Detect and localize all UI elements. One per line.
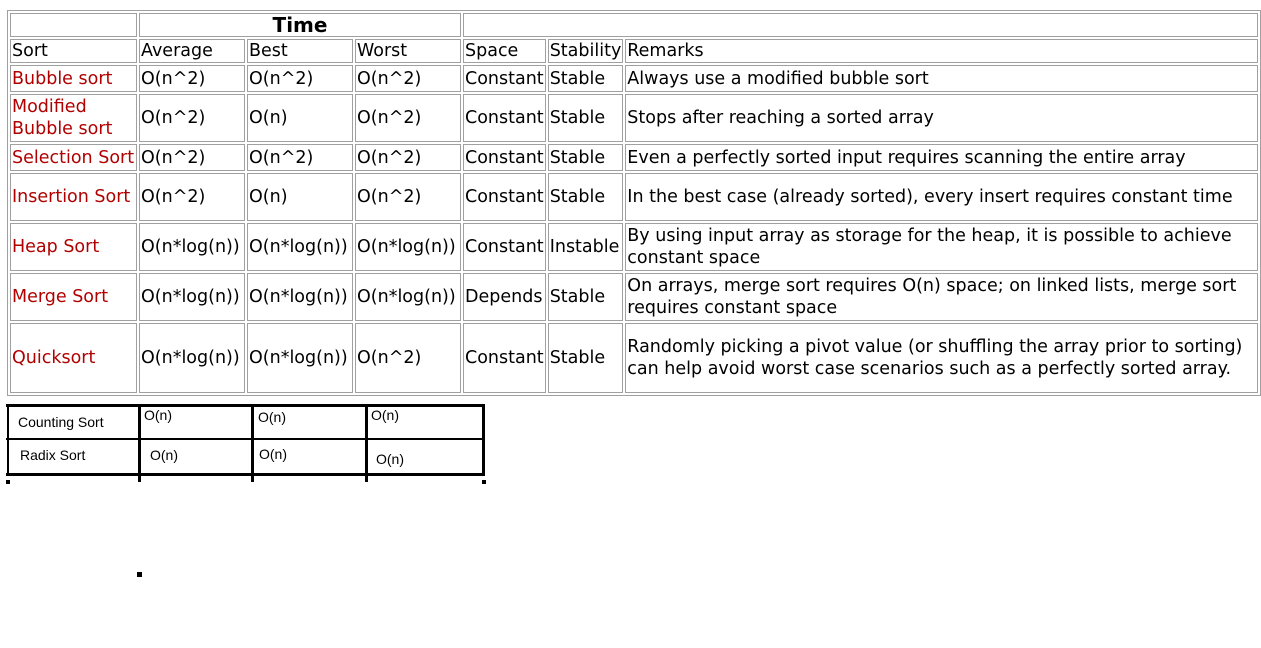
- table-row: Bubble sort O(n^2) O(n^2) O(n^2) Constan…: [10, 65, 1258, 92]
- algorithm-name-cell[interactable]: Quicksort: [10, 323, 137, 393]
- table-row: Selection Sort O(n^2) O(n^2) O(n^2) Cons…: [10, 144, 1258, 171]
- space-cell: Constant: [463, 223, 546, 271]
- worst-cell: O(n): [376, 451, 404, 467]
- algorithm-link[interactable]: Merge Sort: [12, 287, 109, 307]
- grid-line: [251, 404, 254, 482]
- header-sort: Sort: [10, 39, 137, 63]
- table-row: Merge Sort O(n*log(n)) O(n*log(n)) O(n*l…: [10, 273, 1258, 321]
- column-header-row: Sort Average Best Worst Space Stability …: [10, 39, 1258, 63]
- group-header-row: Time: [10, 13, 1258, 37]
- stability-cell: Instable: [547, 223, 624, 271]
- sorting-complexity-table: Time Sort Average Best Worst Space Stabi…: [7, 10, 1261, 396]
- worst-cell: O(n*log(n)): [355, 223, 461, 271]
- average-cell: O(n*log(n)): [139, 223, 245, 271]
- hand-drawn-extra-rows: Counting Sort O(n) O(n) O(n) Radix Sort …: [6, 404, 486, 484]
- algorithm-name: Radix Sort: [20, 447, 86, 463]
- table-row: Insertion Sort O(n^2) O(n) O(n^2) Consta…: [10, 173, 1258, 221]
- grid-line: [6, 404, 485, 407]
- remarks-cell: Randomly picking a pivot value (or shuff…: [625, 323, 1258, 393]
- worst-cell: O(n^2): [355, 65, 461, 92]
- algorithm-name: Counting Sort: [18, 414, 104, 430]
- stability-cell: Stable: [547, 65, 624, 92]
- average-cell: O(n*log(n)): [139, 273, 245, 321]
- best-cell: O(n^2): [247, 144, 353, 171]
- grid-line: [482, 404, 485, 476]
- best-cell: O(n): [247, 94, 353, 142]
- best-cell: O(n*log(n)): [247, 223, 353, 271]
- algorithm-link[interactable]: Quicksort: [12, 348, 96, 368]
- average-cell: O(n^2): [139, 65, 245, 92]
- grid-line: [6, 473, 485, 476]
- remarks-cell: On arrays, merge sort requires O(n) spac…: [625, 273, 1258, 321]
- remarks-cell: By using input array as storage for the …: [625, 223, 1258, 271]
- best-cell: O(n): [259, 446, 287, 462]
- remarks-cell: Stops after reaching a sorted array: [625, 94, 1258, 142]
- header-worst: Worst: [355, 39, 461, 63]
- space-cell: Constant: [463, 323, 546, 393]
- average-cell: O(n^2): [139, 173, 245, 221]
- average-cell: O(n^2): [139, 144, 245, 171]
- average-cell: O(n): [150, 447, 178, 463]
- average-cell: O(n^2): [139, 94, 245, 142]
- algorithm-name-cell[interactable]: Bubble sort: [10, 65, 137, 92]
- grid-line: [138, 404, 141, 482]
- grid-line: [7, 404, 9, 476]
- space-cell: Constant: [463, 94, 546, 142]
- algorithm-link[interactable]: Modified Bubble sort: [12, 97, 113, 139]
- worst-cell: O(n^2): [355, 94, 461, 142]
- header-best: Best: [247, 39, 353, 63]
- best-cell: O(n*log(n)): [247, 273, 353, 321]
- remarks-cell: Always use a modified bubble sort: [625, 65, 1258, 92]
- algorithm-link[interactable]: Insertion Sort: [12, 187, 131, 207]
- algorithm-name-cell[interactable]: Insertion Sort: [10, 173, 137, 221]
- header-remarks: Remarks: [625, 39, 1258, 63]
- worst-cell: O(n^2): [355, 323, 461, 393]
- algorithm-name-cell[interactable]: Selection Sort: [10, 144, 137, 171]
- algorithm-link[interactable]: Heap Sort: [12, 237, 100, 257]
- best-cell: O(n): [258, 409, 286, 425]
- empty-header-cell: [463, 13, 1258, 37]
- grid-line: [365, 404, 368, 482]
- average-cell: O(n*log(n)): [139, 323, 245, 393]
- algorithm-link[interactable]: Bubble sort: [12, 68, 113, 89]
- worst-cell: O(n^2): [355, 144, 461, 171]
- worst-cell: O(n*log(n)): [355, 273, 461, 321]
- algorithm-link[interactable]: Selection Sort: [12, 147, 135, 168]
- stroke-mark: [6, 480, 10, 484]
- remarks-cell: Even a perfectly sorted input requires s…: [625, 144, 1258, 171]
- header-average: Average: [139, 39, 245, 63]
- space-cell: Constant: [463, 65, 546, 92]
- stability-cell: Stable: [547, 94, 624, 142]
- algorithm-name-cell[interactable]: Modified Bubble sort: [10, 94, 137, 142]
- empty-header-cell: [10, 13, 137, 37]
- algorithm-name-cell[interactable]: Heap Sort: [10, 223, 137, 271]
- stability-cell: Stable: [547, 173, 624, 221]
- table-row: Quicksort O(n*log(n)) O(n*log(n)) O(n^2)…: [10, 323, 1258, 393]
- time-group-header: Time: [139, 13, 461, 37]
- stroke-mark: [482, 480, 486, 484]
- average-cell: O(n): [144, 407, 172, 423]
- grid-line: [6, 438, 485, 440]
- best-cell: O(n*log(n)): [247, 323, 353, 393]
- best-cell: O(n): [247, 173, 353, 221]
- table-row: Modified Bubble sort O(n^2) O(n) O(n^2) …: [10, 94, 1258, 142]
- stability-cell: Stable: [547, 144, 624, 171]
- best-cell: O(n^2): [247, 65, 353, 92]
- remarks-cell: In the best case (already sorted), every…: [625, 173, 1258, 221]
- header-space: Space: [463, 39, 546, 63]
- worst-cell: O(n): [371, 407, 399, 423]
- stability-cell: Stable: [547, 323, 624, 393]
- space-cell: Depends: [463, 273, 546, 321]
- space-cell: Constant: [463, 173, 546, 221]
- stray-mark: [137, 572, 142, 577]
- worst-cell: O(n^2): [355, 173, 461, 221]
- stability-cell: Stable: [547, 273, 624, 321]
- table-row: Heap Sort O(n*log(n)) O(n*log(n)) O(n*lo…: [10, 223, 1258, 271]
- space-cell: Constant: [463, 144, 546, 171]
- header-stability: Stability: [547, 39, 624, 63]
- algorithm-name-cell[interactable]: Merge Sort: [10, 273, 137, 321]
